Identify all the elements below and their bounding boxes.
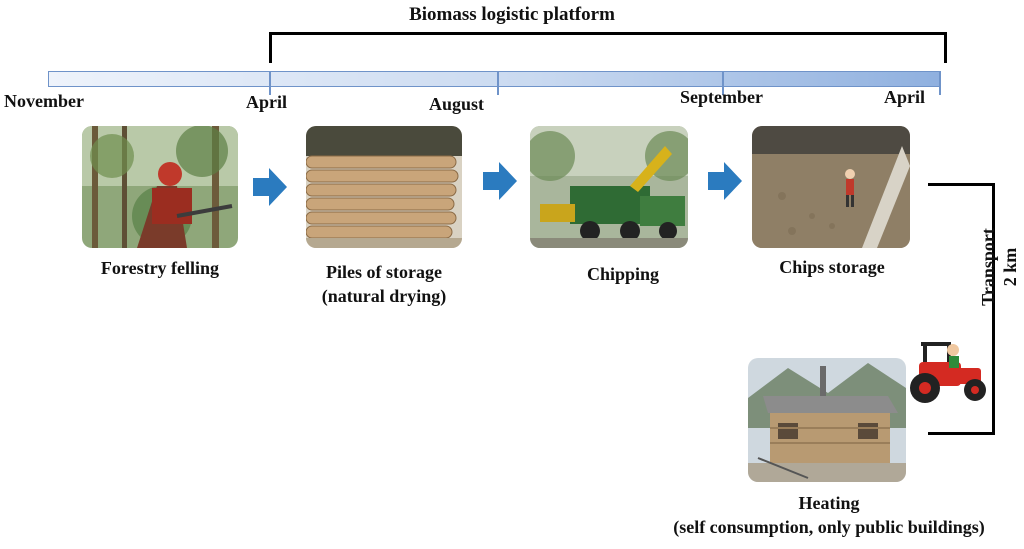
step-label-forestry-felling: Forestry felling	[70, 256, 250, 280]
chips-storage-photo	[752, 126, 910, 248]
log-piles-photo	[306, 126, 462, 248]
timeline-tick	[939, 71, 941, 95]
timeline-tick	[497, 71, 499, 95]
month-label-november: November	[4, 91, 84, 112]
month-label-august: August	[429, 94, 484, 115]
transport-label: Transport 2 km	[977, 217, 1024, 317]
heating-label: Heating (self consumption, only public b…	[636, 491, 1022, 539]
timeline-bar	[48, 71, 941, 87]
month-label-april-end: April	[884, 87, 925, 108]
flow-arrow-icon	[708, 162, 742, 200]
heating-building-photo	[748, 358, 906, 482]
diagram-title: Biomass logistic platform	[0, 4, 1024, 26]
tractor-icon	[903, 336, 989, 409]
step-label-piles-of-storage: Piles of storage (natural drying)	[294, 260, 474, 308]
month-label-september: September	[680, 87, 763, 108]
flow-arrow-icon	[253, 168, 287, 206]
chipping-machine-photo	[530, 126, 688, 248]
step-label-chips-storage: Chips storage	[752, 255, 912, 279]
flow-arrow-icon	[483, 162, 517, 200]
forestry-felling-photo	[82, 126, 238, 248]
month-label-april-start: April	[246, 92, 287, 113]
step-label-chipping: Chipping	[548, 262, 698, 286]
platform-bracket	[269, 32, 947, 63]
